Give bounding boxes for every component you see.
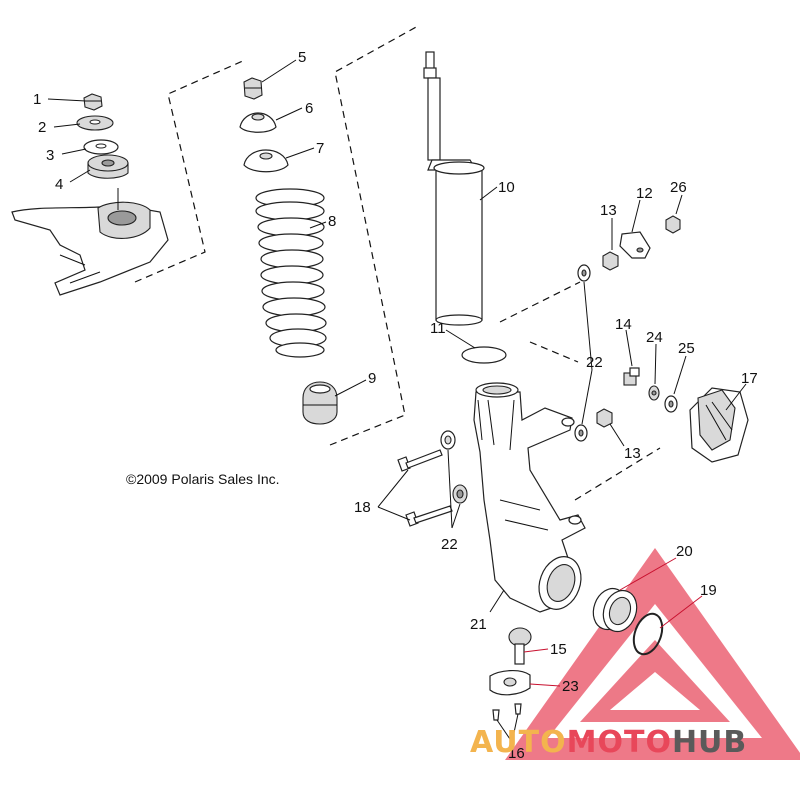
snap-ring-part-19 — [632, 612, 664, 656]
watermark-brand: AUTOMOTOHUB — [470, 725, 747, 760]
bushing-part-7 — [243, 149, 289, 173]
callout-5: 5 — [298, 49, 306, 66]
callout-21: 21 — [470, 616, 487, 633]
bump-stop-part-9 — [302, 381, 338, 425]
shock-absorber-part-10 — [423, 51, 485, 326]
ball-joint-part-15 — [508, 627, 532, 665]
callout-26: 26 — [670, 179, 687, 196]
callout-17: 17 — [741, 370, 758, 387]
nut-part-26 — [665, 215, 681, 234]
bolt-part-14 — [623, 367, 640, 386]
washer-part-24 — [648, 385, 660, 401]
callout-16: 16 — [508, 745, 525, 762]
callout-22-left: 22 — [441, 536, 458, 553]
washer-part-25 — [664, 395, 678, 413]
callout-13-upper: 13 — [600, 202, 617, 219]
watermark-triangle — [505, 548, 800, 760]
watermark-moto: MOTO — [567, 725, 672, 760]
coil-spring-part-8 — [255, 188, 327, 358]
plate-part-23 — [489, 670, 531, 696]
callout-19: 19 — [700, 582, 717, 599]
callout-3: 3 — [46, 147, 54, 164]
copyright-notice: ©2009 Polaris Sales Inc. — [126, 471, 280, 487]
bolt-part-18-lower — [405, 505, 453, 527]
callout-14: 14 — [615, 316, 632, 333]
nut-part-5 — [243, 77, 263, 100]
upper-frame-mount — [11, 201, 169, 296]
assembly-dashed-lines — [134, 25, 661, 501]
washer-part-2 — [76, 115, 114, 131]
bolt-part-18-upper — [397, 449, 443, 472]
callout-7: 7 — [316, 140, 324, 157]
callout-20: 20 — [676, 543, 693, 560]
oring-part-11 — [461, 346, 507, 364]
watermark-auto: AUTO — [470, 725, 567, 760]
callout-24: 24 — [646, 329, 663, 346]
watermark-text: AUTOMOTOHUB — [470, 725, 747, 760]
callout-13-lower: 13 — [624, 445, 641, 462]
callout-12: 12 — [636, 185, 653, 202]
callout-23: 23 — [562, 678, 579, 695]
callout-2: 2 — [38, 119, 46, 136]
steering-knuckle-part-21 — [473, 382, 586, 613]
callout-18: 18 — [354, 499, 371, 516]
bushing-part-4 — [87, 154, 129, 179]
nuts-part-13 — [596, 251, 619, 428]
leader-lines — [47, 59, 747, 743]
callout-22-right: 22 — [586, 354, 603, 371]
callout-8: 8 — [328, 213, 336, 230]
bracket-part-17 — [689, 387, 749, 463]
washers-part-22-left — [440, 430, 468, 504]
callout-6: 6 — [305, 100, 313, 117]
screws-part-16 — [492, 703, 522, 721]
callout-25: 25 — [678, 340, 695, 357]
callout-1: 1 — [33, 91, 41, 108]
callout-10: 10 — [498, 179, 515, 196]
watermark-hub: HUB — [672, 725, 747, 760]
callout-9: 9 — [368, 370, 376, 387]
callout-labels: 1 2 3 4 5 6 7 8 9 10 11 12 13 13 14 15 1… — [33, 49, 758, 762]
clip-part-12 — [619, 231, 651, 259]
washer-part-3 — [83, 139, 119, 155]
callout-4: 4 — [55, 176, 63, 193]
washers-part-22-right — [574, 264, 591, 442]
bushing-part-6 — [239, 112, 277, 133]
callout-11: 11 — [430, 320, 446, 337]
callout-15: 15 — [550, 641, 567, 658]
nut-part-1 — [83, 93, 103, 111]
wheel-bearing-part-20 — [592, 587, 638, 633]
